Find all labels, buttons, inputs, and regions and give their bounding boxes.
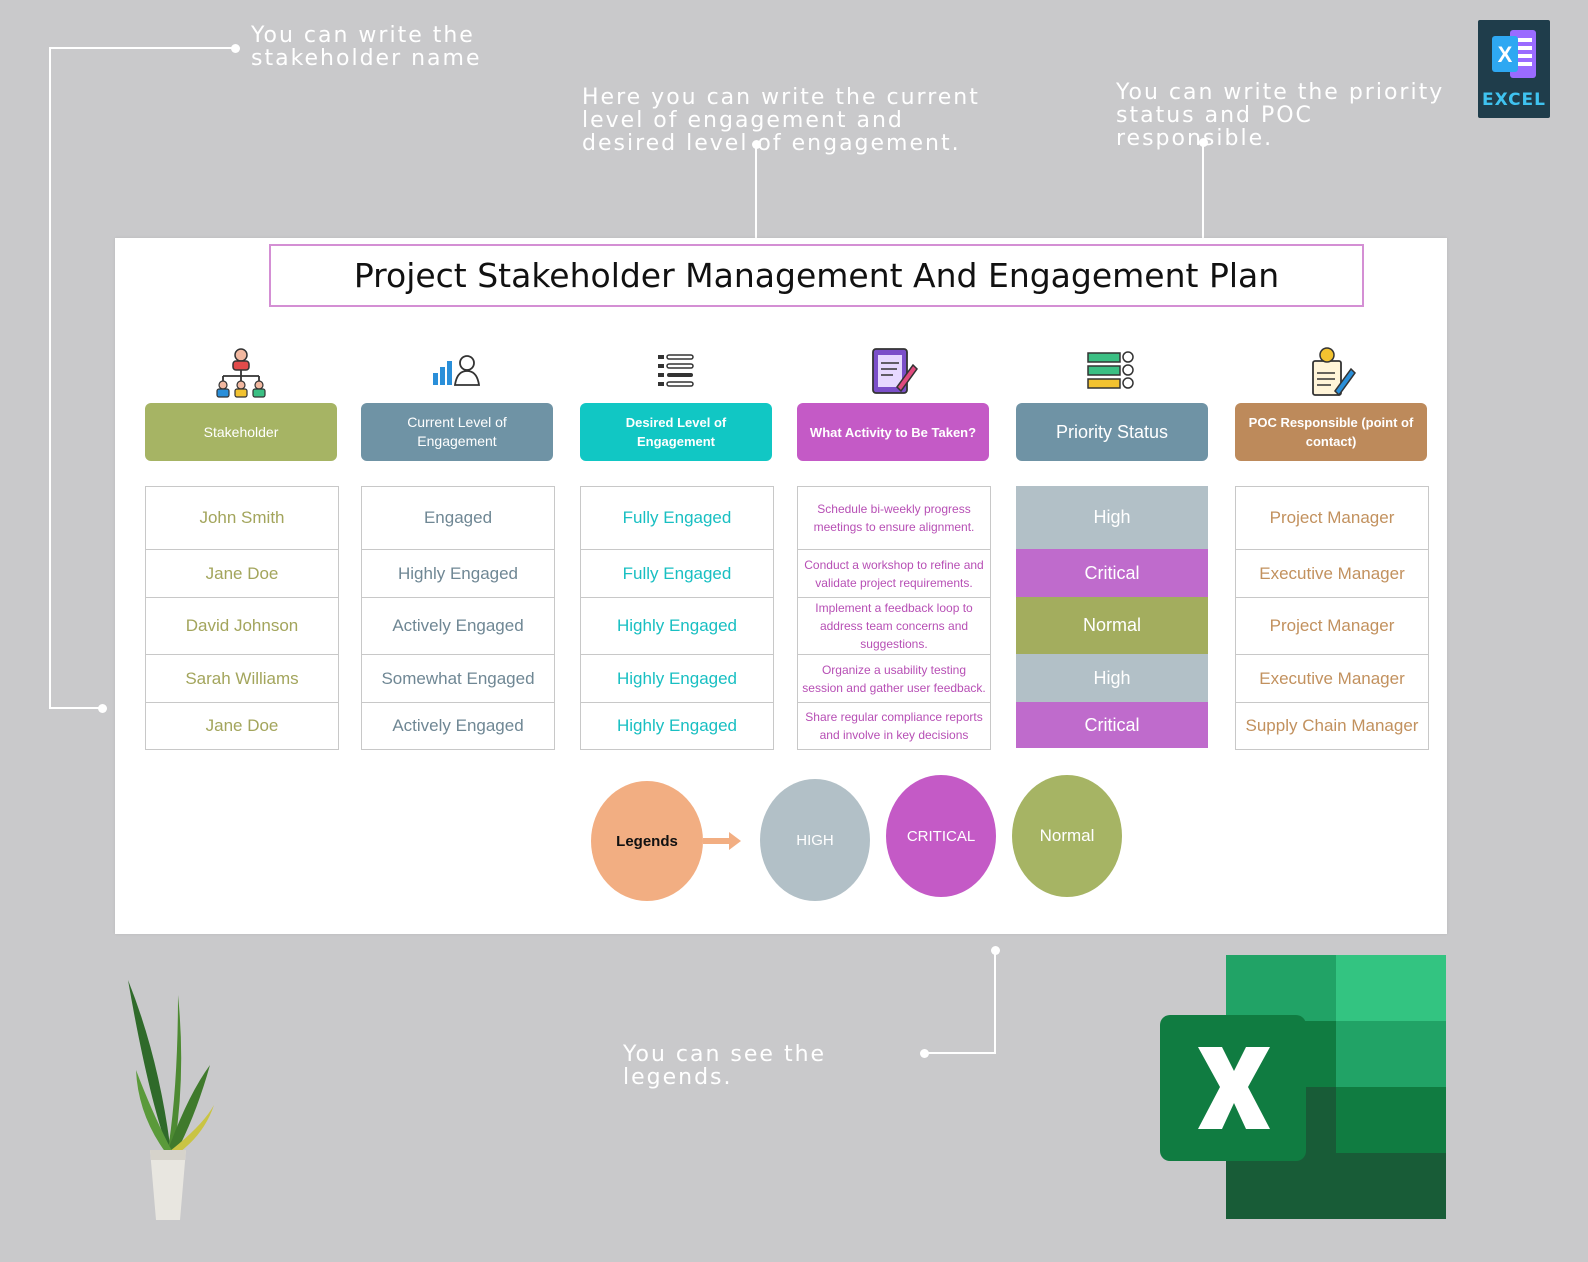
table-cell[interactable]: Highly Engaged	[616, 716, 738, 735]
table-cell[interactable]: Fully Engaged	[581, 550, 773, 598]
current-engagement-cells: Engaged Highly Engaged Actively Engaged …	[361, 486, 555, 750]
priority-cell[interactable]: Normal	[1016, 597, 1208, 654]
excel-badge-label: EXCEL	[1481, 90, 1547, 110]
table-cell[interactable]: John Smith	[146, 487, 338, 550]
plant-image	[128, 980, 214, 1220]
arrow-right-icon	[703, 832, 741, 850]
table-cell[interactable]: Highly Engaged	[362, 550, 554, 598]
desired-engagement-cells: Fully Engaged Fully Engaged Highly Engag…	[580, 486, 774, 750]
connector-stakeholder	[49, 47, 235, 49]
annotation-priority: You can write the priority status and PO…	[1116, 80, 1445, 151]
column-header-priority: Priority Status	[1016, 403, 1208, 461]
bar-chart-user-icon	[433, 355, 481, 386]
column-header-poc: POC Responsible (point of contact)	[1235, 403, 1427, 461]
idea-document-icon	[1312, 347, 1356, 397]
column-header-current-engagement: Current Level of Engagement	[361, 403, 553, 461]
table-cell[interactable]: Jane Doe	[205, 716, 279, 735]
table-cell[interactable]: Highly Engaged	[581, 655, 773, 703]
table-cell[interactable]: Actively Engaged	[362, 598, 554, 655]
table-cell[interactable]: Conduct a workshop to refine and validat…	[798, 550, 990, 598]
table-cell[interactable]: Highly Engaged	[581, 598, 773, 655]
sliders-list-icon	[658, 354, 694, 387]
priority-cell[interactable]: High	[1016, 654, 1208, 702]
table-cell[interactable]: David Johnson	[146, 598, 338, 655]
connector-stakeholder-bottom	[49, 707, 101, 709]
annotation-engagement: Here you can write the current level of …	[582, 85, 980, 156]
connector-dot	[98, 704, 107, 713]
table-cell[interactable]: Share regular compliance reports and inv…	[805, 710, 983, 742]
svg-text:X: X	[1498, 42, 1513, 67]
clipboard-pen-icon	[872, 348, 918, 394]
org-chart-icon	[216, 348, 266, 398]
connector-stakeholder-vertical	[49, 47, 51, 709]
column-header-stakeholder: Stakeholder	[145, 403, 337, 461]
excel-badge: X EXCEL	[1478, 20, 1550, 118]
server-checklist-icon	[1087, 351, 1134, 389]
table-cell[interactable]: Somewhat Engaged	[362, 655, 554, 703]
table-cell[interactable]: Executive Manager	[1236, 550, 1428, 598]
table-cell[interactable]: Fully Engaged	[581, 487, 773, 550]
priority-cell[interactable]: Critical	[1016, 702, 1208, 748]
annotation-stakeholder: You can write the stakeholder name	[251, 23, 482, 71]
excel-book-icon: X	[1492, 30, 1536, 78]
excel-logo-icon	[1160, 955, 1446, 1219]
table-cell[interactable]: Sarah Williams	[146, 655, 338, 703]
poc-cells: Project Manager Executive Manager Projec…	[1235, 486, 1429, 750]
table-cell[interactable]: Project Manager	[1236, 487, 1428, 550]
table-cell[interactable]: Actively Engaged	[392, 716, 524, 735]
table-cell[interactable]: Project Manager	[1236, 598, 1428, 655]
column-header-desired-engagement: Desired Level of Engagement	[580, 403, 772, 461]
table-cell[interactable]: Executive Manager	[1236, 655, 1428, 703]
legend-label: Legends	[591, 781, 703, 901]
legend-high: HIGH	[760, 779, 870, 901]
sheet-title: Project Stakeholder Management And Engag…	[269, 244, 1364, 307]
connector-legends	[924, 1052, 996, 1054]
table-cell[interactable]: Supply Chain Manager	[1245, 716, 1419, 735]
template-sheet: Project Stakeholder Management And Engag…	[115, 238, 1447, 934]
legend-critical: CRITICAL	[886, 775, 996, 897]
table-cell[interactable]: Jane Doe	[146, 550, 338, 598]
table-cell[interactable]: Schedule bi-weekly progress meetings to …	[798, 487, 990, 550]
legend-normal: Normal	[1012, 775, 1122, 897]
column-header-activity: What Activity to Be Taken?	[797, 403, 989, 461]
priority-cell[interactable]: Critical	[1016, 549, 1208, 597]
connector-priority	[1202, 142, 1204, 240]
annotation-legends: You can see the legends.	[623, 1042, 827, 1090]
priority-cells: High Critical Normal High Critical	[1016, 486, 1208, 748]
connector-dot	[231, 44, 240, 53]
stakeholder-cells: John Smith Jane Doe David Johnson Sarah …	[145, 486, 339, 750]
connector-engagement	[755, 144, 757, 240]
table-cell[interactable]: Organize a usability testing session and…	[798, 655, 990, 703]
activity-cells: Schedule bi-weekly progress meetings to …	[797, 486, 991, 750]
table-cell[interactable]: Engaged	[362, 487, 554, 550]
connector-dot	[991, 946, 1000, 955]
connector-legends-vertical	[994, 952, 996, 1054]
priority-cell[interactable]: High	[1016, 486, 1208, 549]
table-cell[interactable]: Implement a feedback loop to address tea…	[798, 598, 990, 655]
